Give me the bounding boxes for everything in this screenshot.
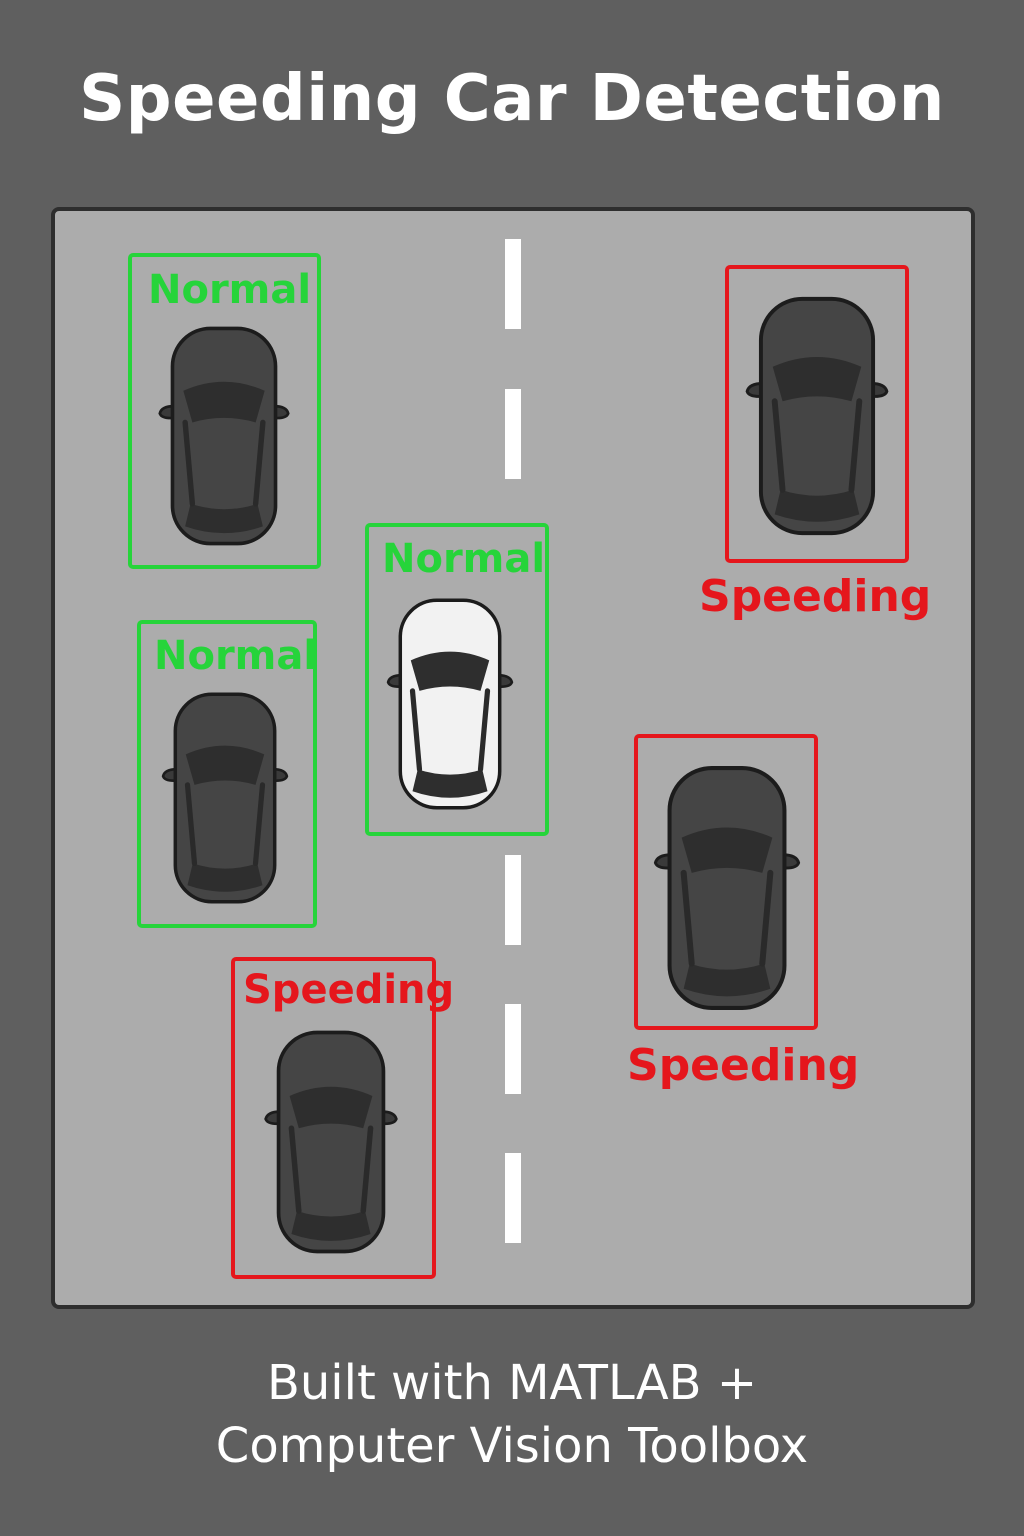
- page-title: Speeding Car Detection: [79, 62, 945, 136]
- detection-label: Speeding: [243, 967, 455, 1013]
- road: Normal Normal Normal Speeding Speeding S…: [51, 207, 975, 1309]
- dark-car-icon: [739, 293, 895, 539]
- dark-car-icon: [255, 1027, 407, 1257]
- detection-box-speeding: [634, 734, 818, 1030]
- detection-box-speeding: [725, 265, 909, 563]
- detection-box-normal: [137, 620, 317, 928]
- detection-label: Speeding: [699, 571, 932, 622]
- detection-label: Speeding: [627, 1040, 860, 1091]
- detection-label: Normal: [154, 633, 318, 679]
- footer-line-1: Built with MATLAB +: [266, 1355, 758, 1411]
- lane-dash: [505, 1004, 521, 1094]
- detection-box-normal: [128, 253, 321, 569]
- dark-car-icon: [149, 323, 299, 549]
- lane-dash: [505, 1153, 521, 1243]
- lane-dash: [505, 855, 521, 945]
- lane-dash: [505, 239, 521, 329]
- detection-label: Normal: [148, 267, 312, 313]
- lane-dash: [505, 389, 521, 479]
- detection-label: Normal: [382, 536, 546, 582]
- white-car-icon: [381, 595, 519, 813]
- dark-car-icon: [649, 762, 805, 1014]
- detection-box-normal: [365, 523, 549, 836]
- dark-car-icon: [153, 689, 297, 907]
- detection-box-speeding: [231, 957, 436, 1279]
- footer-line-2: Computer Vision Toolbox: [215, 1418, 809, 1474]
